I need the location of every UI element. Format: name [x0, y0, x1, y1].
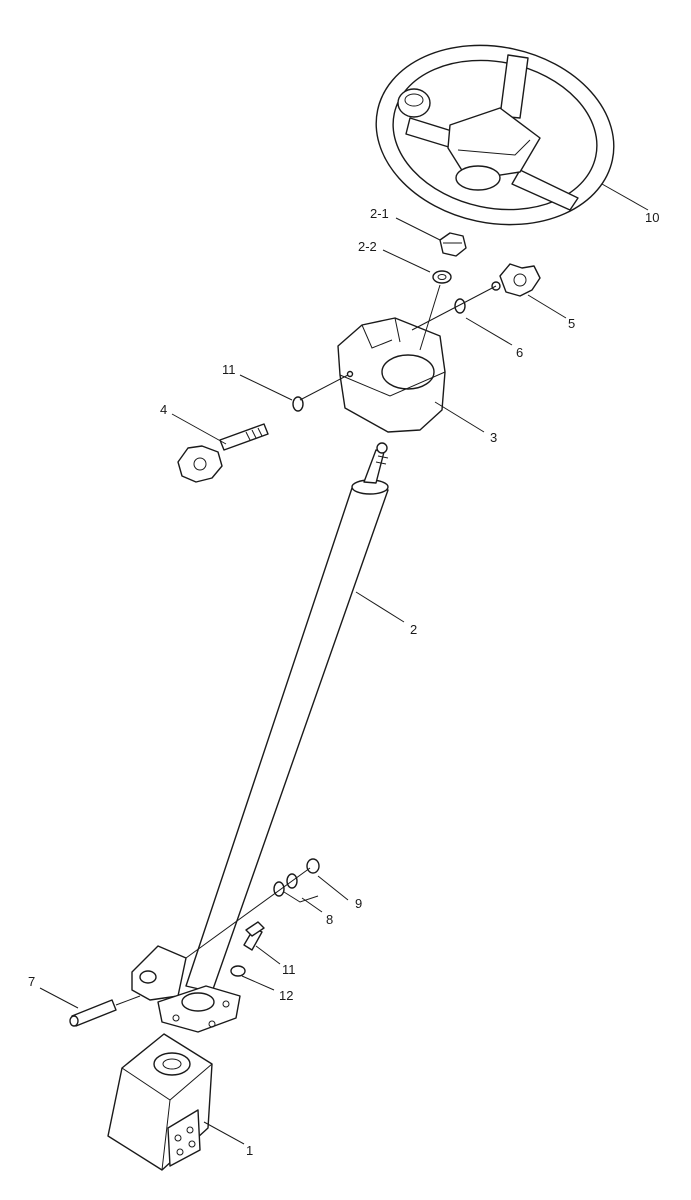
callout-5: 5 — [568, 316, 575, 331]
callout-1: 1 — [246, 1143, 253, 1158]
callout-8: 8 — [326, 912, 333, 927]
mount-bolt — [243, 921, 265, 951]
knob-washer — [454, 298, 466, 314]
bolt-washer-upper — [292, 396, 304, 412]
column-nut — [439, 232, 467, 257]
column-washer — [432, 270, 452, 284]
callout-12: 12 — [279, 988, 293, 1003]
callout-2-2: 2-2 — [358, 239, 377, 254]
steering-control-unit — [107, 1033, 213, 1171]
bolt-axis-line — [299, 374, 349, 401]
leader-lines — [39, 183, 649, 1145]
callout-4: 4 — [160, 402, 167, 417]
callout-7: 7 — [28, 974, 35, 989]
snap-ring-9 — [306, 858, 320, 874]
callout-11-lower: 11 — [282, 962, 296, 977]
callout-3: 3 — [490, 430, 497, 445]
callout-2: 2 — [410, 622, 417, 637]
knob-axis-line — [411, 285, 497, 331]
callout-2-1: 2-1 — [370, 206, 389, 221]
callout-11-upper: 11 — [222, 362, 236, 377]
clamp-knob-right — [491, 263, 541, 297]
callout-6: 6 — [516, 345, 523, 360]
lower-mount-bracket — [131, 945, 241, 1033]
washer-axis-line — [185, 867, 311, 959]
wheel-axis-line — [419, 284, 441, 351]
column-bracket — [337, 317, 446, 433]
pivot-pin — [69, 995, 141, 1027]
callout-10: 10 — [645, 210, 659, 225]
steering-column-tube — [185, 442, 389, 993]
clamp-bolt-knob — [177, 423, 269, 483]
bolt-washer-lower — [230, 965, 246, 977]
steering-wheel — [375, 44, 615, 226]
callout-9: 9 — [355, 896, 362, 911]
